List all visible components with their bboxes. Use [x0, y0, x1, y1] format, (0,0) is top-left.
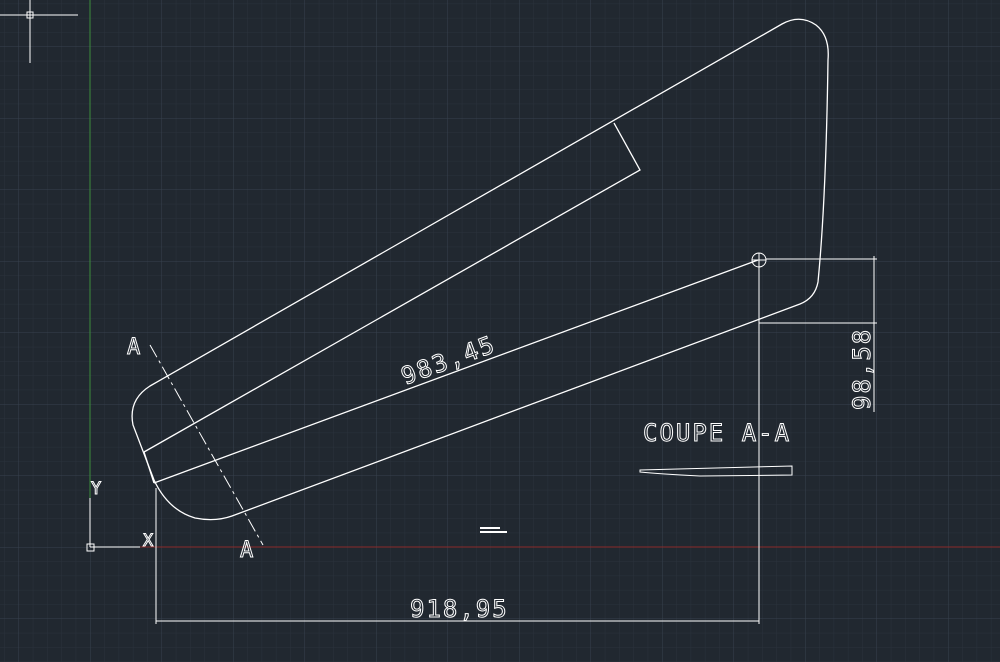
dimension-vertical[interactable] — [759, 256, 877, 412]
part-geometry[interactable] — [131, 18, 829, 521]
section-label-bottom: A — [240, 538, 255, 563]
ucs-y-label: Y — [91, 479, 103, 499]
dimension-horizontal[interactable] — [155, 267, 760, 624]
inner-rib — [143, 122, 641, 453]
section-label-top: A — [127, 335, 142, 360]
notch-line — [143, 451, 155, 484]
section-line-a-a[interactable] — [149, 344, 264, 546]
part-outline — [131, 18, 829, 521]
dimension-horizontal-text[interactable]: 918,95 — [410, 595, 509, 624]
ucs-icon — [86, 498, 140, 552]
ucs-x-label: X — [143, 531, 155, 551]
endpoint-marker[interactable] — [751, 252, 767, 268]
section-title[interactable]: COUPE A-A — [643, 419, 791, 448]
dimension-vertical-text[interactable]: 98,58 — [848, 327, 877, 410]
crosshair-cursor — [0, 0, 78, 63]
tiny-mark — [480, 527, 507, 533]
section-profile[interactable] — [639, 465, 793, 477]
inner-line — [153, 259, 759, 484]
